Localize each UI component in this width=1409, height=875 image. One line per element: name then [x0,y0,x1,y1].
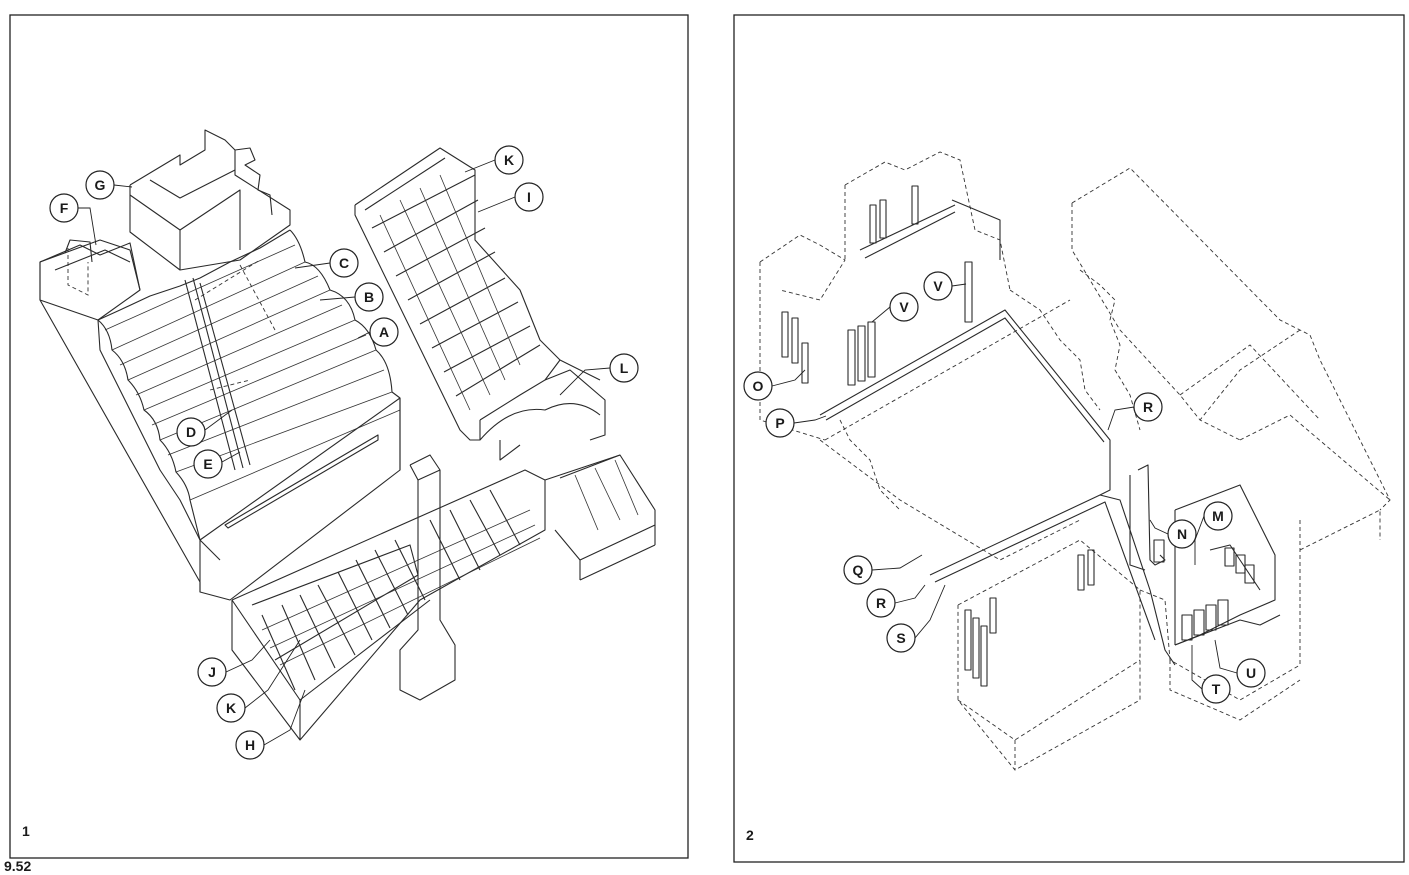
callout-o: O [743,369,806,401]
panel-1-number: 1 [22,823,30,839]
callout-p: P [765,408,827,438]
callout-e: E [193,449,241,479]
callout-h-label: H [245,737,255,753]
radiators-t-u [1153,539,1255,641]
panel-2-number: 2 [746,827,754,843]
callout-t-label: T [1212,681,1221,697]
callout-n: N [1149,519,1197,549]
building-g-box [129,129,291,271]
pillars-v [781,185,1095,687]
panel-2: V V O P R Q R [733,14,1405,863]
callout-h: H [235,689,306,760]
callout-d: D [176,409,233,447]
callout-r-upper: R [1107,392,1163,431]
callout-v-right: V [923,271,967,301]
callout-v-right-label: V [933,278,943,294]
callout-i-upper-label: I [527,189,531,205]
panel-2-frame [733,14,1405,863]
callout-u-label: U [1246,665,1256,681]
callout-d-label: D [186,424,196,440]
callout-g-label: G [95,177,106,193]
building-main-wavy-roof [39,229,401,601]
building-j-lower-hall [231,454,656,741]
callout-n-label: N [1177,526,1187,542]
callout-o-label: O [753,378,764,394]
callout-s-label: S [896,630,905,646]
callout-r-lower-label: R [876,595,886,611]
callout-k-label: K [504,152,514,168]
callout-q-label: Q [853,562,864,578]
callout-c: C [294,248,359,278]
callout-i-lower: K [216,639,301,723]
callout-r-upper-label: R [1143,399,1153,415]
callout-i-lower-label: K [226,700,236,716]
callout-a-label: A [379,324,389,340]
callout-m: M [1194,501,1233,565]
callout-l-label: L [620,360,629,376]
callout-u: U [1214,639,1266,688]
callout-q: Q [843,554,923,585]
callout-k: K [464,145,524,175]
callout-g: G [85,170,133,200]
callout-b: B [319,282,384,312]
callout-v-left-label: V [899,299,909,315]
callout-e-label: E [203,456,212,472]
figure-number: 9.52 [4,858,31,874]
callout-c-label: C [339,255,349,271]
callout-m-label: M [1212,508,1224,524]
callout-s: S [886,584,946,653]
building-f-small-room [39,239,141,296]
callout-j-label: J [208,664,216,680]
callout-v-left: V [871,292,919,323]
callout-l: L [559,353,639,396]
callout-f-label: F [60,200,69,216]
panel-1: A B C D E F G [9,14,689,859]
callout-t: T [1191,645,1231,704]
panel-1-frame [9,14,689,859]
callout-b-label: B [364,289,374,305]
callout-f: F [49,193,97,246]
callout-p-label: P [775,415,784,431]
foundation-walls [819,199,1281,666]
building-k-long-shed [354,147,606,461]
callout-j: J [197,639,271,687]
ghost-volumes [759,151,1391,771]
callout-r-lower: R [866,584,926,618]
callout-i-upper: I [477,182,544,213]
callout-a: A [357,317,399,347]
